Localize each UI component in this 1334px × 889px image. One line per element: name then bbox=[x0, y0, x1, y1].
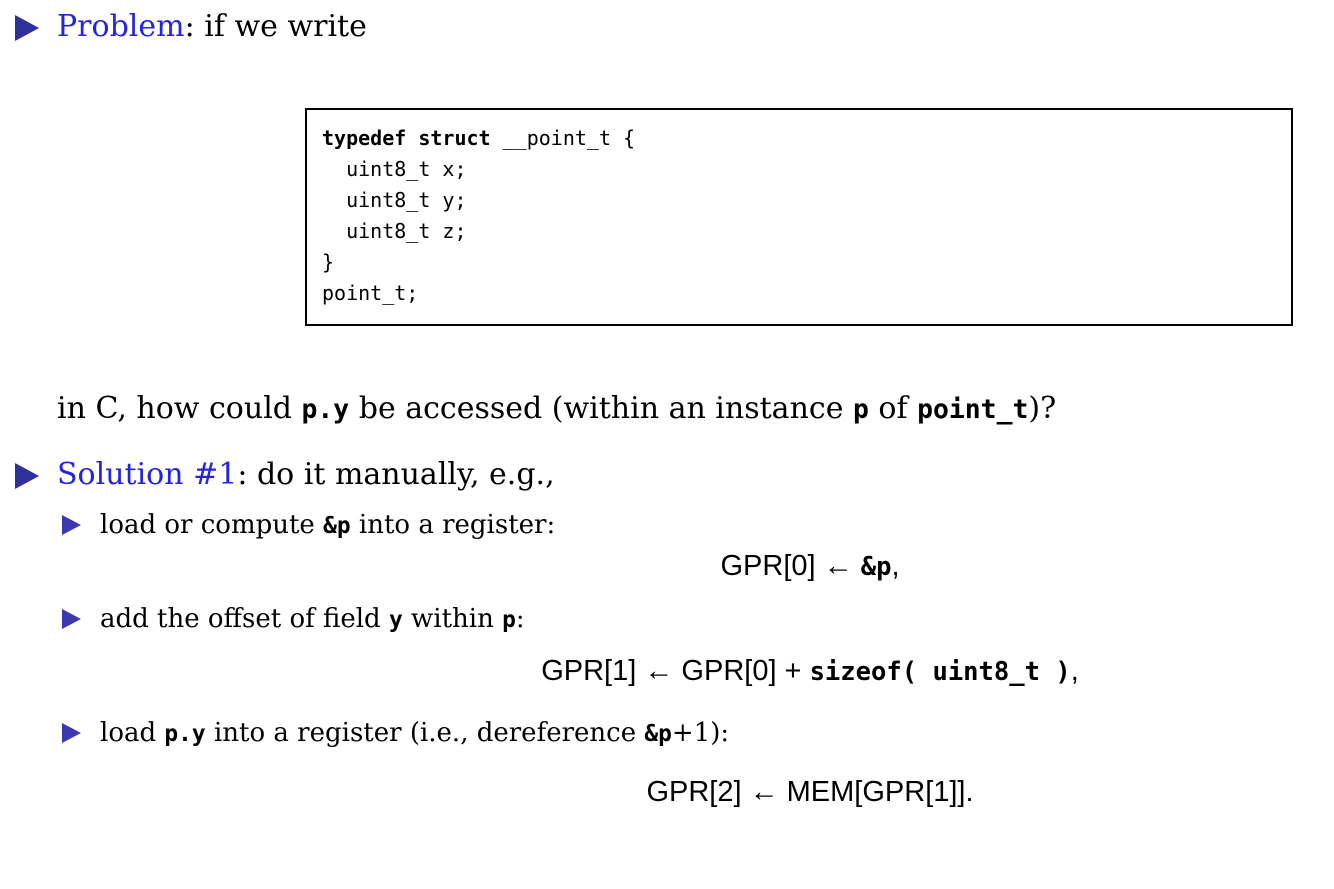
step-text: load or compute bbox=[100, 510, 324, 540]
equation-text: GPR[1] ← GPR[0] + bbox=[541, 655, 810, 687]
inline-code: &p bbox=[323, 513, 351, 539]
solution-rest: : do it manually, e.g., bbox=[237, 457, 555, 492]
step-text: add the offset of field bbox=[100, 604, 389, 634]
equation-text: , bbox=[891, 550, 900, 582]
problem-rest: : if we write bbox=[184, 9, 367, 44]
equation-1: GPR[0] ← &p, bbox=[286, 549, 1334, 584]
step-text: load bbox=[100, 718, 165, 748]
question-text: in C, how could bbox=[57, 391, 302, 426]
code-line-5: } bbox=[322, 250, 335, 274]
equation-2: GPR[1] ← GPR[0] + sizeof( uint8_t ), bbox=[286, 654, 1334, 689]
bullet-triangle-icon bbox=[62, 609, 81, 629]
code-line-3: uint8_t y; bbox=[322, 188, 467, 212]
inline-code: sizeof( uint8_t ) bbox=[809, 657, 1071, 687]
step-text: into a register: bbox=[350, 510, 556, 540]
step-text: : bbox=[515, 604, 525, 634]
step-item-2: add the offset of field y within p: bbox=[62, 604, 525, 636]
step-text: within bbox=[402, 604, 503, 634]
code-line-6: point_t; bbox=[322, 281, 419, 305]
equation-text: GPR[0] ← bbox=[720, 550, 861, 582]
equation-3: GPR[2] ← MEM[GPR[1]]. bbox=[286, 775, 1334, 810]
equation-text: , bbox=[1070, 655, 1079, 687]
bullet-triangle-icon bbox=[15, 463, 39, 489]
step-item-3: load p.y into a register (i.e., derefere… bbox=[62, 718, 729, 750]
solution-label: Solution #1 bbox=[57, 457, 238, 492]
inline-code: p bbox=[502, 607, 516, 633]
step-item-1: load or compute &p into a register: bbox=[62, 510, 555, 542]
equation-text: GPR[2] ← MEM[GPR[1]]. bbox=[646, 776, 974, 808]
step-text: +1): bbox=[671, 718, 730, 748]
code-line-4: uint8_t z; bbox=[322, 219, 467, 243]
inline-code: p.y bbox=[164, 721, 206, 747]
inline-code: &p bbox=[860, 552, 892, 582]
code-line-2: uint8_t x; bbox=[322, 157, 467, 181]
problem-item: Problem: if we write bbox=[15, 9, 367, 46]
solution-item: Solution #1: do it manually, e.g., bbox=[15, 457, 555, 494]
question-text: be accessed (within an instance bbox=[349, 391, 853, 426]
inline-code: p.y bbox=[301, 394, 350, 425]
inline-code: p bbox=[852, 394, 869, 425]
question-line: in C, how could p.y be accessed (within … bbox=[57, 391, 1056, 428]
problem-label: Problem bbox=[57, 9, 185, 44]
inline-code: point_t bbox=[917, 394, 1029, 425]
bullet-triangle-icon bbox=[62, 515, 81, 535]
code-keyword: typedef struct bbox=[322, 126, 491, 150]
question-text: )? bbox=[1028, 391, 1057, 426]
question-text: of bbox=[868, 391, 918, 426]
inline-code: &p bbox=[644, 721, 672, 747]
code-line-1: typedef struct __point_t { bbox=[322, 123, 1291, 154]
bullet-triangle-icon bbox=[62, 723, 81, 743]
code-line-1-rest: __point_t { bbox=[490, 126, 636, 150]
code-box: typedef struct __point_t { uint8_t x; ui… bbox=[305, 108, 1293, 326]
bullet-triangle-icon bbox=[15, 15, 39, 41]
inline-code: y bbox=[388, 607, 403, 633]
step-text: into a register (i.e., dereference bbox=[205, 718, 645, 748]
